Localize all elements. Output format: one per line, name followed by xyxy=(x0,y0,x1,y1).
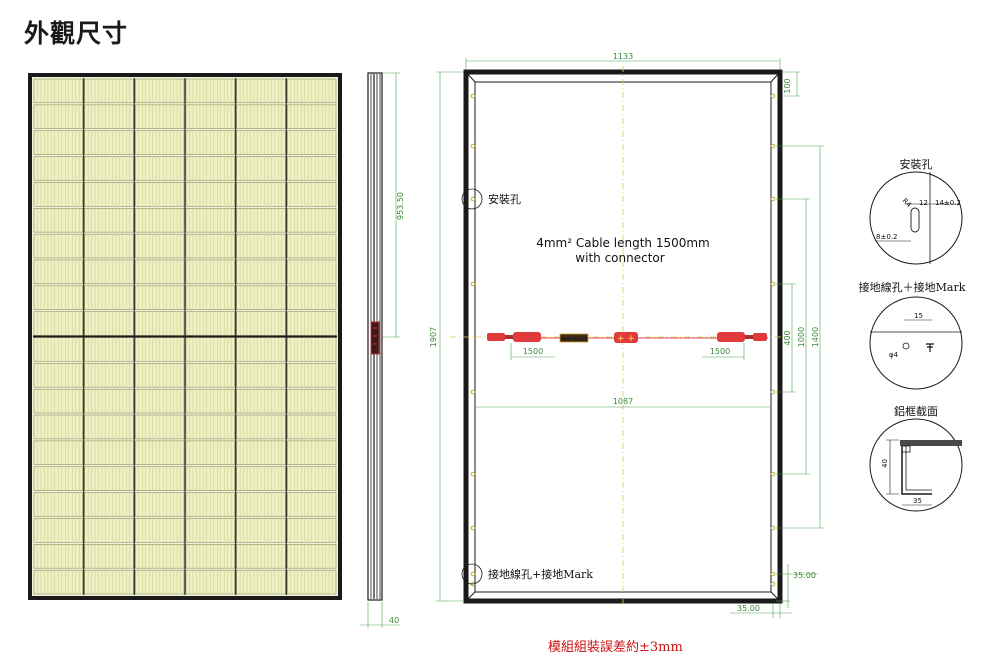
panel-front-view xyxy=(28,73,342,600)
tolerance-note: 模組組裝誤差約±3mm xyxy=(548,640,683,655)
detail-ground-hole: 接地線孔＋接地Mark 15 φ4 xyxy=(859,280,966,390)
dim-frame-width: 1133 xyxy=(613,52,633,61)
junction-box-icon: Multi-Contact xyxy=(559,333,589,343)
ground-d15: 15 xyxy=(914,312,923,320)
dim-corner: 100 xyxy=(783,78,792,93)
detail-ground-title: 接地線孔＋接地Mark xyxy=(859,280,966,294)
jbox-label: Multi-Contact xyxy=(561,337,588,342)
dim-edge-bottom: 35.00 xyxy=(737,604,760,613)
detail-mount-title: 安裝孔 xyxy=(900,157,933,171)
ground-hole-callout xyxy=(461,563,483,585)
ground-phi: φ4 xyxy=(889,351,899,359)
mount-hole-callout xyxy=(461,188,483,210)
dim-side-height: 953.50 xyxy=(396,192,405,220)
mounting-holes xyxy=(470,93,776,587)
cable-assembly: Multi-Contact + + xyxy=(487,332,768,344)
cell-grid xyxy=(33,78,337,595)
dim-hole-1400: 1400 xyxy=(811,327,820,347)
ground-mark-icon xyxy=(926,343,934,352)
label-mount-hole: 安裝孔 xyxy=(488,192,521,206)
dim-inner-span: 1087 xyxy=(613,397,633,406)
page-title: 外觀尺寸 xyxy=(24,19,129,48)
mount-w12: 12 xyxy=(919,199,928,207)
side-junction-box xyxy=(370,321,380,355)
detail-frame-section: 鋁框截面 40 35 xyxy=(869,404,963,512)
left-connector-icon xyxy=(487,332,541,342)
detail-frame-title: 鋁框截面 xyxy=(894,404,938,418)
cable-note-line1: 4mm² Cable length 1500mm xyxy=(536,236,710,250)
svg-text:+ +: + + xyxy=(617,334,635,344)
dim-height: 1907 xyxy=(429,327,438,347)
dim-side-depth: 40 xyxy=(389,616,399,625)
mount-w8: 8±0.2 xyxy=(876,233,897,241)
right-connector-icon xyxy=(717,332,767,342)
frame-h40: 40 xyxy=(881,459,889,468)
detail-mount-hole: 安裝孔 R4 12 14±0.2 8±0.2 xyxy=(869,157,963,265)
panel-back-view: 安裝孔 接地線孔+接地Mark 4mm² Cable length 1500mm… xyxy=(429,52,824,618)
frame-w35: 35 xyxy=(913,497,922,505)
mount-w14: 14±0.2 xyxy=(935,199,961,207)
dim-cable-right: 1500 xyxy=(710,347,730,356)
dim-cable-left: 1500 xyxy=(523,347,543,356)
dim-edge-right: 35.00 xyxy=(793,571,816,580)
dim-hole-400: 400 xyxy=(783,330,792,345)
dim-hole-1000: 1000 xyxy=(797,327,806,347)
label-ground-hole: 接地線孔+接地Mark xyxy=(488,567,593,581)
panel-side-view: 953.50 40 xyxy=(360,72,405,628)
ground-hole-icon xyxy=(902,342,910,350)
cable-note-line2: with connector xyxy=(575,251,664,265)
center-connector-icon: + + xyxy=(614,332,638,344)
